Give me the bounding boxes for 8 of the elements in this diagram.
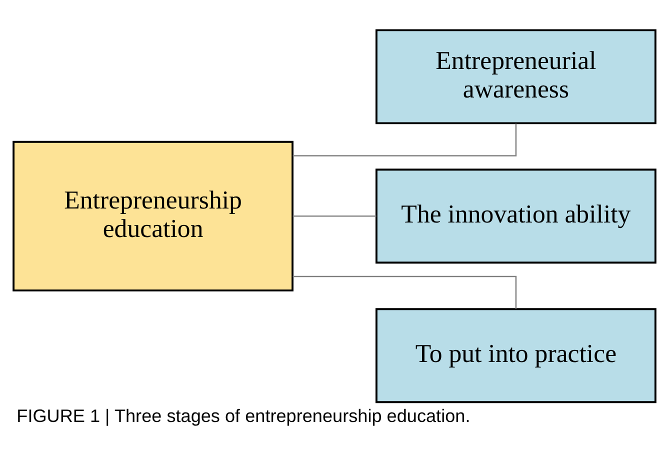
- node-box: To put into practice: [376, 308, 656, 403]
- connector: [292, 215, 376, 216]
- connector: [292, 275, 517, 308]
- node-box: Entrepreneurial awareness: [376, 28, 656, 124]
- node-box: Entrepreneurship education: [12, 140, 294, 291]
- caption: FIGURE 1 | Three stages of entrepreneurship education.: [16, 405, 470, 426]
- connector: [292, 123, 517, 156]
- node-box: The innovation ability: [376, 168, 656, 264]
